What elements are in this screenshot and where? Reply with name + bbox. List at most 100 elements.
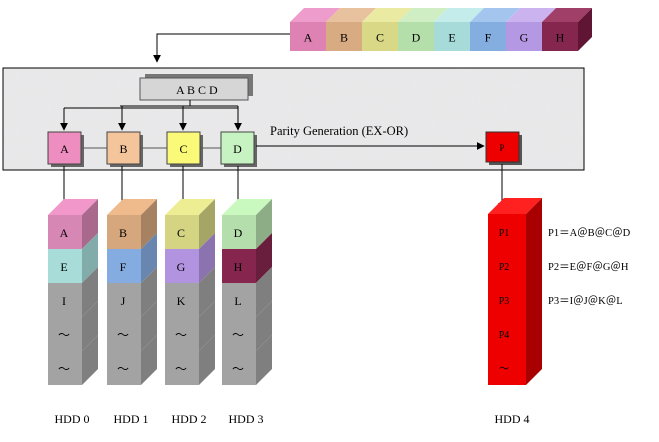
disk-cell [107, 215, 141, 249]
stripe-cell-label: C [376, 31, 384, 45]
disk-cell [48, 215, 82, 249]
raid-controller: A B C D A B C D Parity Generation (EX-OR) P [2, 67, 585, 171]
disk-cell [48, 283, 82, 317]
stripe-cell-label: F [485, 31, 492, 45]
disk-cell [107, 351, 141, 385]
split-blocks: A B C D [47, 131, 257, 167]
stripe-cell-label: D [412, 31, 421, 45]
disk-cell-side [199, 233, 215, 283]
disk-cell-label: L [234, 294, 241, 308]
stripe-cell-f: F [470, 8, 520, 51]
disk-cell-side [82, 335, 98, 385]
disk-cell-side [141, 301, 157, 351]
disk-cell [222, 351, 256, 385]
split-block-label: C [179, 142, 187, 156]
disk-cell [48, 317, 82, 351]
split-block-label: B [119, 142, 127, 156]
disk-cell [165, 317, 199, 351]
disk-cell-side [256, 199, 272, 249]
disk-cell-side [82, 233, 98, 283]
parity-cell-label: P1 [499, 228, 510, 239]
disk-label: HDD 2 [172, 412, 207, 426]
disk-cell-side [199, 199, 215, 249]
disk-label: HDD 0 [55, 412, 90, 426]
stripe-cell-g: G [506, 8, 556, 51]
split-block-b: B [106, 131, 143, 167]
disk-cell-label: A [60, 226, 69, 240]
disk-cell-side [199, 267, 215, 317]
stripe-cell-label: A [304, 31, 313, 45]
disk-3: DHL～～HDD 3 [222, 199, 272, 426]
stripe-cell-front [506, 22, 542, 51]
disk-cell-label: ～ [232, 328, 244, 342]
split-block-d: D [220, 131, 257, 167]
disk-cell-side [141, 335, 157, 385]
stripe-cell-top [398, 8, 448, 22]
disk-cell-label: ～ [232, 362, 244, 376]
stripe-cell-label: E [448, 31, 455, 45]
parity-block-label: P [499, 143, 504, 153]
disk-cell [107, 283, 141, 317]
disk-cell-side [256, 233, 272, 283]
stripe-cell-front [542, 22, 578, 51]
disk-cell-label: G [177, 260, 186, 274]
disk-cell-label: C [177, 226, 185, 240]
stripe-cell-front [362, 22, 398, 51]
disk-cell [165, 249, 199, 283]
disk-cell [222, 215, 256, 249]
stripe-cell-front [326, 22, 362, 51]
disk-cell [107, 249, 141, 283]
parity-generation-label: Parity Generation (EX-OR) [270, 124, 408, 138]
buffer-label: A B C D [176, 83, 218, 97]
stripe-cell-label: B [340, 31, 348, 45]
stripe-cell-top [326, 8, 376, 22]
disk-top-face [107, 199, 157, 215]
stripe-cell-front [434, 22, 470, 51]
disk-cell-side [199, 301, 215, 351]
parity-disk-label: HDD 4 [495, 412, 530, 426]
disk-label: HDD 3 [229, 412, 264, 426]
stripe-cell-label: H [556, 31, 565, 45]
disk-cell-side [141, 267, 157, 317]
disk-cell [48, 351, 82, 385]
disk-cell [222, 283, 256, 317]
disk-cell-label: ～ [175, 328, 187, 342]
disk-cell-side [256, 335, 272, 385]
disk-cell-label: ～ [58, 328, 70, 342]
data-buffer: A B C D [139, 74, 253, 101]
disk-0: AEI～～HDD 0 [48, 199, 98, 426]
parity-cell-label: ～ [499, 364, 509, 375]
stripe-cell-e: E [434, 8, 484, 51]
disk-top-face [222, 199, 272, 215]
disk-cell-label: ～ [117, 362, 129, 376]
parity-block: P [485, 131, 522, 165]
disk-cell-side [82, 199, 98, 249]
parity-formula: P1＝A＠B＠C＠D [548, 227, 631, 239]
disk-cell-side [82, 267, 98, 317]
parity-disk-side [526, 198, 542, 385]
stripe-cell-side [578, 8, 592, 51]
disk-cell-side [199, 335, 215, 385]
disk-cell-label: F [120, 260, 127, 274]
disk-cell-label: ～ [117, 328, 129, 342]
arrow-stripe-to-buffer [153, 33, 290, 63]
parity-cell-label: P2 [499, 262, 510, 273]
disk-label: HDD 1 [114, 412, 149, 426]
parity-formula: P3＝I＠J＠K＠L [548, 295, 623, 307]
parity-disk-front [488, 214, 526, 385]
disk-cell [48, 249, 82, 283]
stripe-cell-h: H [542, 8, 592, 51]
disk-top-face [48, 199, 98, 215]
parity-cell-label: P3 [499, 296, 510, 307]
disk-cell-label: ～ [175, 362, 187, 376]
stripe-cell-top [542, 8, 592, 22]
split-block-label: A [60, 142, 69, 156]
disk-cell-side [82, 301, 98, 351]
disk-cell-label: D [234, 226, 243, 240]
parity-disk: P1P2P3P4～P1＝A＠B＠C＠DP2＝E＠F＠G＠HP3＝I＠J＠K＠LH… [488, 198, 631, 426]
disk-cell [165, 215, 199, 249]
disk-1: BFJ～～HDD 1 [107, 199, 157, 426]
stripe-cell-c: C [362, 8, 412, 51]
